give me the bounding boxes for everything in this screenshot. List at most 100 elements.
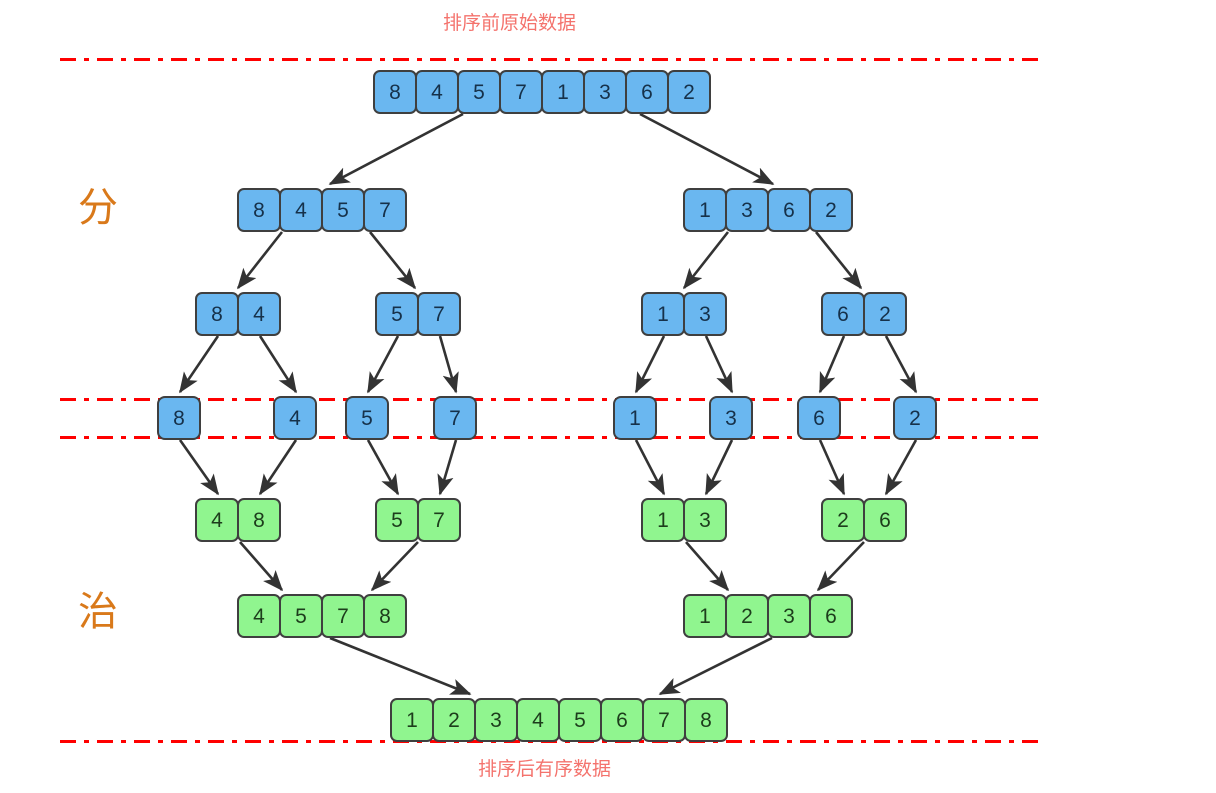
array-group-singletons-3: 7 (433, 396, 477, 440)
caption-top: 排序前原始数据 (443, 12, 577, 34)
array-cell: 3 (709, 396, 753, 440)
array-cell: 6 (625, 70, 669, 114)
array-cell: 3 (474, 698, 518, 742)
array-cell: 7 (499, 70, 543, 114)
array-cell: 8 (373, 70, 417, 114)
array-cell: 6 (809, 594, 853, 638)
array-cell: 3 (683, 292, 727, 336)
flow-arrow (236, 231, 284, 290)
array-cell: 8 (157, 396, 201, 440)
array-cell: 6 (600, 698, 644, 742)
array-group-singletons-7: 2 (893, 396, 937, 440)
flow-arrow (178, 439, 220, 496)
flow-arrow (437, 439, 458, 496)
array-cell: 6 (821, 292, 865, 336)
array-cell: 4 (415, 70, 459, 114)
phase-label-conquer: 治 (78, 589, 118, 635)
array-cell: 8 (237, 188, 281, 232)
array-cell: 1 (683, 594, 727, 638)
flow-arrow (366, 335, 400, 394)
array-cell: 7 (417, 498, 461, 542)
flow-arrow (634, 335, 666, 394)
flow-arrow (818, 335, 846, 394)
array-cell: 4 (237, 594, 281, 638)
array-cell: 7 (363, 188, 407, 232)
array-cell: 6 (797, 396, 841, 440)
array-cell: 1 (541, 70, 585, 114)
phase-label-divide: 分 (78, 185, 118, 231)
flow-arrow (658, 636, 773, 696)
flow-arrow (884, 335, 918, 394)
flow-arrow (438, 335, 459, 394)
divider-mid-upper (60, 398, 1044, 401)
flow-arrow (239, 541, 284, 592)
array-cell: 8 (237, 498, 281, 542)
flow-arrow (685, 541, 730, 592)
flow-arrow (634, 439, 666, 496)
flow-arrow (816, 541, 865, 592)
flow-arrow (884, 439, 918, 496)
array-cell: 4 (279, 188, 323, 232)
array-group-singletons-1: 4 (273, 396, 317, 440)
array-cell: 5 (345, 396, 389, 440)
array-cell: 2 (809, 188, 853, 232)
array-cell: 8 (363, 594, 407, 638)
array-cell: 2 (893, 396, 937, 440)
array-cell: 3 (767, 594, 811, 638)
flow-arrow (328, 112, 464, 186)
array-cell: 5 (321, 188, 365, 232)
array-cell: 7 (321, 594, 365, 638)
array-cell: 8 (195, 292, 239, 336)
flow-arrow (258, 439, 298, 496)
array-cell: 4 (195, 498, 239, 542)
array-cell: 5 (375, 498, 419, 542)
array-cell: 3 (725, 188, 769, 232)
array-cell: 8 (684, 698, 728, 742)
flow-arrow (704, 335, 734, 394)
flow-arrow (682, 231, 730, 290)
array-cell: 2 (725, 594, 769, 638)
array-cell: 1 (390, 698, 434, 742)
array-group-singletons-4: 1 (613, 396, 657, 440)
array-cell: 4 (516, 698, 560, 742)
flow-arrow (258, 335, 298, 394)
array-cell: 5 (457, 70, 501, 114)
array-cell: 7 (417, 292, 461, 336)
caption-bottom: 排序后有序数据 (478, 758, 612, 780)
array-cell: 7 (433, 396, 477, 440)
array-cell: 6 (767, 188, 811, 232)
flow-arrow (370, 541, 419, 592)
flow-arrow (366, 439, 400, 496)
array-cell: 2 (863, 292, 907, 336)
flow-arrow (818, 439, 846, 496)
array-cell: 7 (642, 698, 686, 742)
array-cell: 1 (613, 396, 657, 440)
flow-arrow (814, 231, 863, 290)
array-cell: 5 (279, 594, 323, 638)
flow-arrow (178, 335, 220, 394)
divider-mid-lower (60, 436, 1044, 439)
array-group-singletons-0: 8 (157, 396, 201, 440)
array-cell: 2 (821, 498, 865, 542)
array-cell: 2 (432, 698, 476, 742)
array-cell: 5 (558, 698, 602, 742)
array-group-singletons-6: 6 (797, 396, 841, 440)
flow-arrow (704, 439, 734, 496)
array-cell: 1 (641, 292, 685, 336)
array-cell: 4 (273, 396, 317, 440)
array-group-singletons-2: 5 (345, 396, 389, 440)
divider-top (60, 58, 1044, 61)
